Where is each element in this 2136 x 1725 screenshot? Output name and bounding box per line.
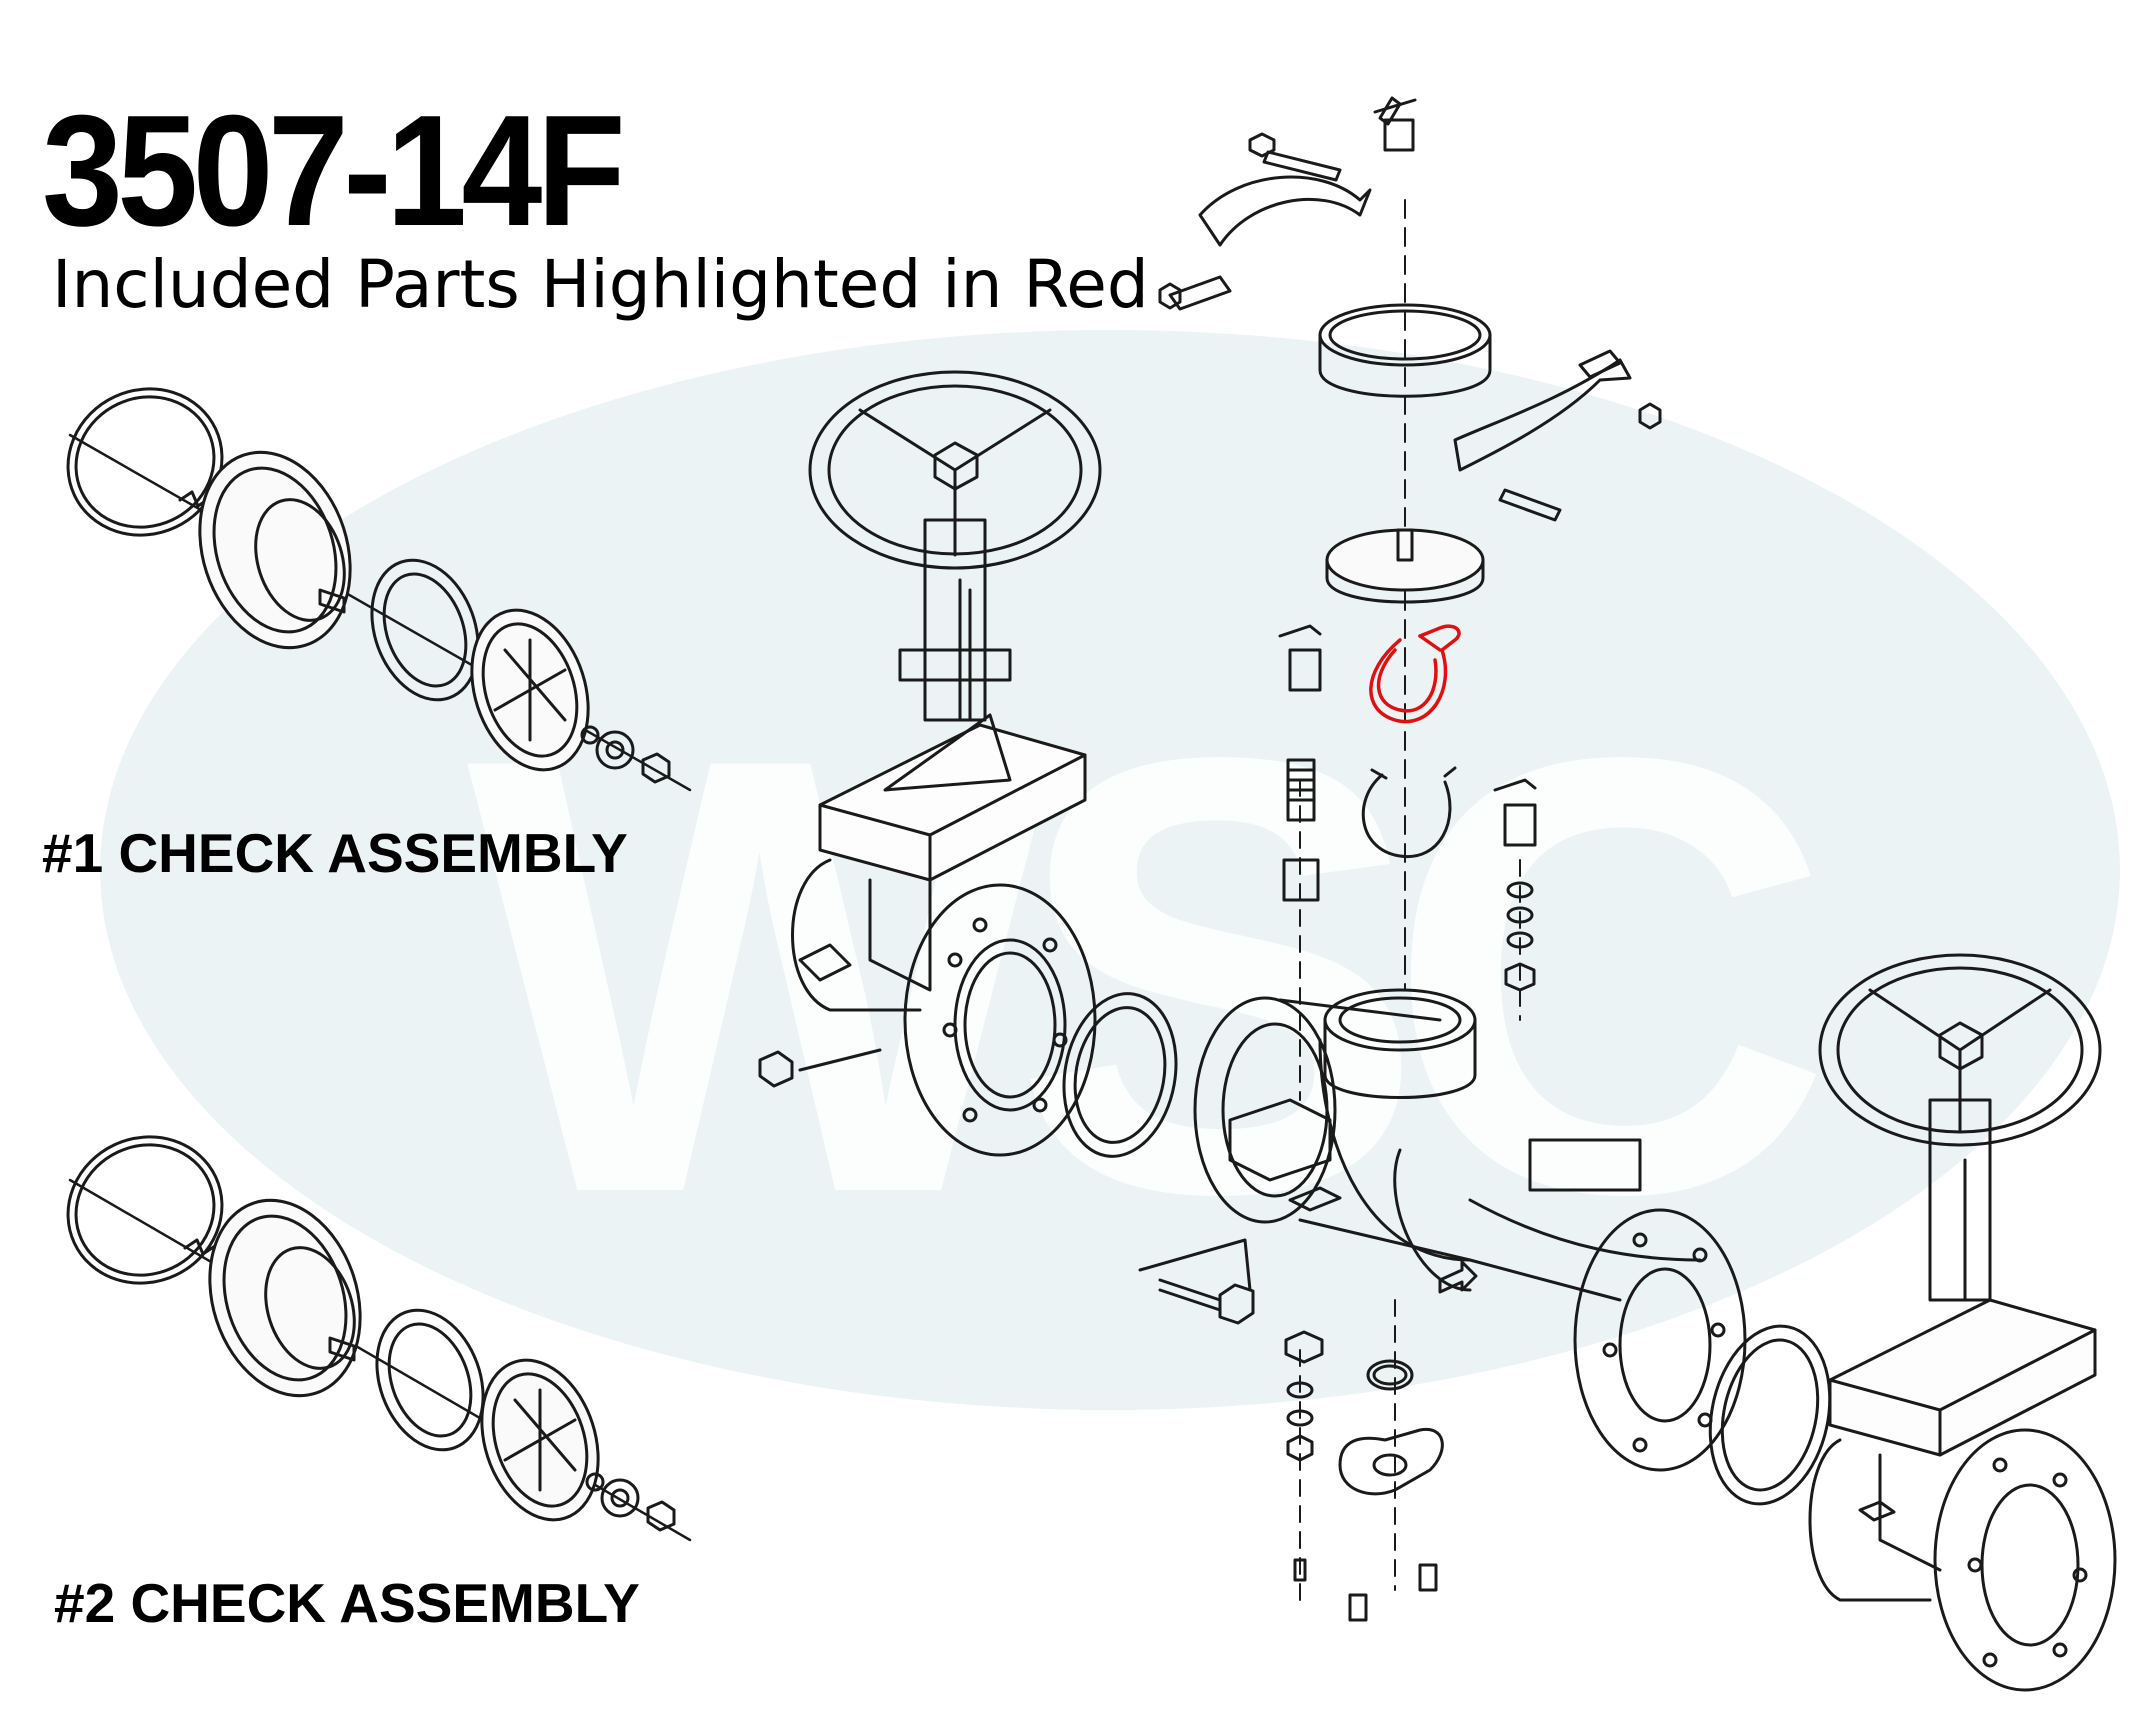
clip-ring <box>1361 766 1457 859</box>
left-gate-valve <box>758 370 1102 1157</box>
bottom-drain-fittings <box>1338 1299 1444 1622</box>
gasket-ring-right <box>1708 1324 1832 1506</box>
handwheel-icon <box>1818 953 2102 1147</box>
top-port-icon <box>1323 988 1477 1099</box>
test-cock-icon <box>1278 624 1322 692</box>
watermark-text: WSC <box>467 630 1822 1322</box>
test-cock-icon <box>1373 96 1417 152</box>
subtitle: Included Parts Highlighted in Red <box>52 246 1149 323</box>
handwheel-icon <box>808 370 1102 570</box>
main-valve-body <box>1138 988 1747 1472</box>
right-fittings-stack <box>1493 778 1537 1021</box>
check-assembly-2 <box>66 1135 692 1542</box>
cover-plate-icon <box>1325 528 1485 604</box>
test-cock-icon <box>1493 778 1537 847</box>
model-number: 3507-14F <box>42 83 626 259</box>
check-assembly-2-label: #2 CHECK ASSEMBLY <box>54 1572 640 1634</box>
left-fittings-stack <box>1278 624 1324 1601</box>
watermark-logo: WSC <box>100 330 2120 1410</box>
cover-assembly <box>1158 96 1662 991</box>
check-assembly-1-label: #1 CHECK ASSEMBLY <box>42 822 628 884</box>
highlighted-clip-ring <box>1369 624 1461 724</box>
bolt-icon <box>1248 132 1342 182</box>
gasket-ring-left <box>1062 992 1178 1158</box>
bolt-icon <box>1158 1278 1255 1325</box>
flange-plate-icon <box>1338 1427 1444 1496</box>
check-assembly-1 <box>66 387 692 792</box>
right-gate-valve <box>1808 953 2117 1692</box>
